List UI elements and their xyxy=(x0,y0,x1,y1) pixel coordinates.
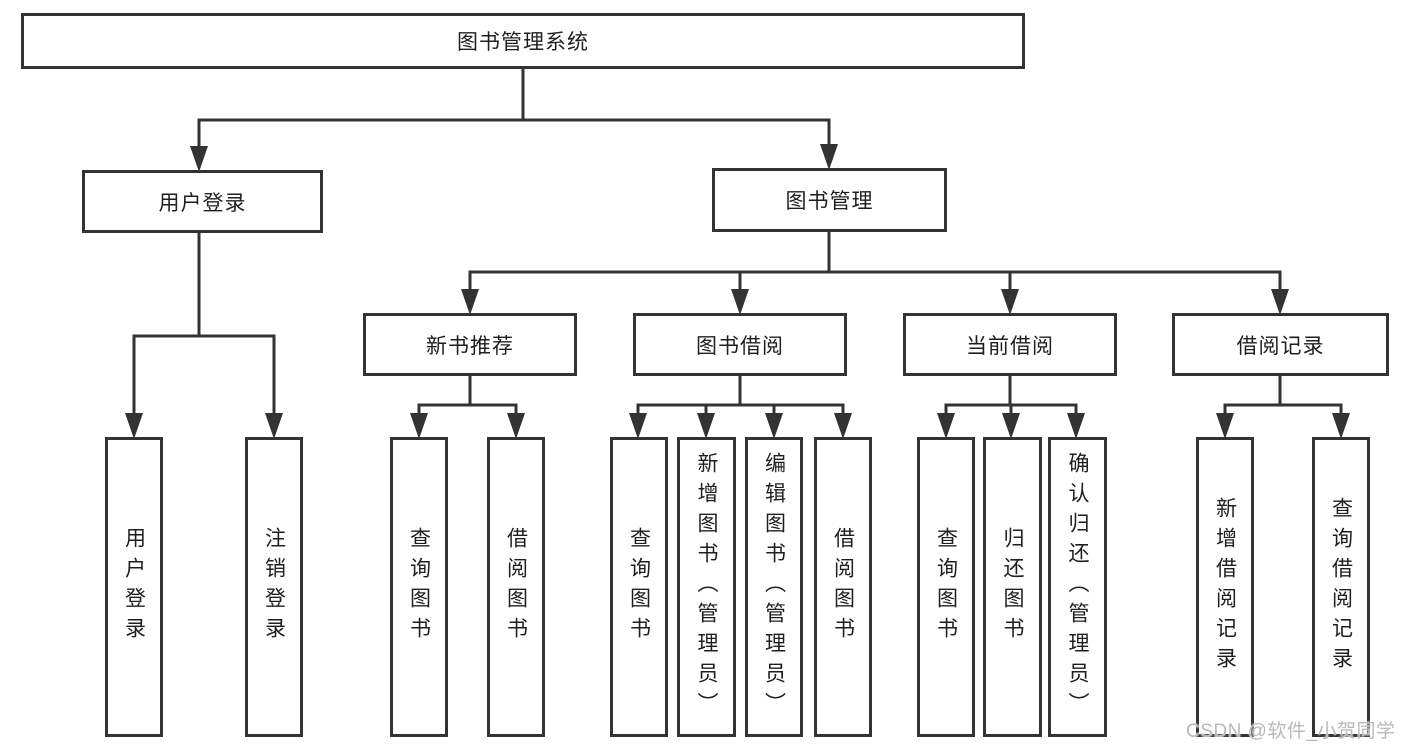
leaf-add-book-admin: 新增图书（管理员） xyxy=(677,437,736,737)
arrow-bookborrow-leaf-2 xyxy=(697,413,715,439)
node-current-borrow: 当前借阅 xyxy=(903,313,1117,376)
node-new-books: 新书推荐 xyxy=(363,313,577,376)
arrow-bookborrow-leaf-3 xyxy=(765,413,783,439)
arrow-currentborrow-leaf-2 xyxy=(1002,413,1020,439)
leaf-query-books-borrow: 查询图书 xyxy=(610,437,668,737)
node-borrow-records: 借阅记录 xyxy=(1172,313,1389,376)
arrow-to-book-borrow xyxy=(731,289,749,315)
connector-root-to-level1 xyxy=(197,68,831,152)
arrow-borrowrecords-leaf-2 xyxy=(1332,413,1350,439)
leaf-confirm-return-admin: 确认归还（管理员） xyxy=(1048,437,1107,737)
node-book-mgmt: 图书管理 xyxy=(712,168,947,232)
connector-book-mgmt-to-level2 xyxy=(468,232,1282,295)
arrow-newbooks-leaf-2 xyxy=(507,413,525,439)
leaf-user-login: 用户登录 xyxy=(105,437,163,737)
leaf-borrow-books-borrow: 借阅图书 xyxy=(814,437,872,737)
leaf-query-borrow-record: 查询借阅记录 xyxy=(1312,437,1370,737)
arrow-to-user-login xyxy=(190,146,208,172)
csdn-watermark: CSDN @软件_小贺同学 xyxy=(1186,721,1396,742)
connector-user-login-to-leaves xyxy=(132,233,276,419)
connector-borrow-records-to-leaves xyxy=(1223,376,1343,419)
arrow-to-borrow-records xyxy=(1271,289,1289,315)
node-book-borrow: 图书借阅 xyxy=(633,313,847,376)
connector-new-books-to-leaves xyxy=(417,376,518,419)
leaf-query-books-newbooks: 查询图书 xyxy=(390,437,448,737)
leaf-logout: 注销登录 xyxy=(245,437,303,737)
leaf-borrow-books-newbooks: 借阅图书 xyxy=(487,437,545,737)
arrow-currentborrow-leaf-3 xyxy=(1067,413,1085,439)
arrow-newbooks-leaf-1 xyxy=(410,413,428,439)
arrow-to-current-borrow xyxy=(1001,289,1019,315)
leaf-edit-book-admin: 编辑图书（管理员） xyxy=(745,437,803,737)
connector-book-borrow-to-leaves xyxy=(636,376,845,419)
leaf-query-books-current: 查询图书 xyxy=(917,437,975,737)
arrow-bookborrow-leaf-1 xyxy=(629,413,647,439)
arrow-borrowrecords-leaf-1 xyxy=(1216,413,1234,439)
arrow-to-leaf-user-login xyxy=(125,413,143,439)
arrow-currentborrow-leaf-1 xyxy=(937,413,955,439)
arrow-bookborrow-leaf-4 xyxy=(834,413,852,439)
node-root-system: 图书管理系统 xyxy=(21,13,1025,69)
connector-current-borrow-to-leaves xyxy=(944,376,1078,419)
arrow-to-book-mgmt xyxy=(820,144,838,170)
arrow-to-new-books xyxy=(461,289,479,315)
leaf-return-book: 归还图书 xyxy=(983,437,1042,737)
node-user-login: 用户登录 xyxy=(82,170,323,233)
leaf-add-borrow-record: 新增借阅记录 xyxy=(1196,437,1254,737)
arrow-to-leaf-logout xyxy=(265,413,283,439)
